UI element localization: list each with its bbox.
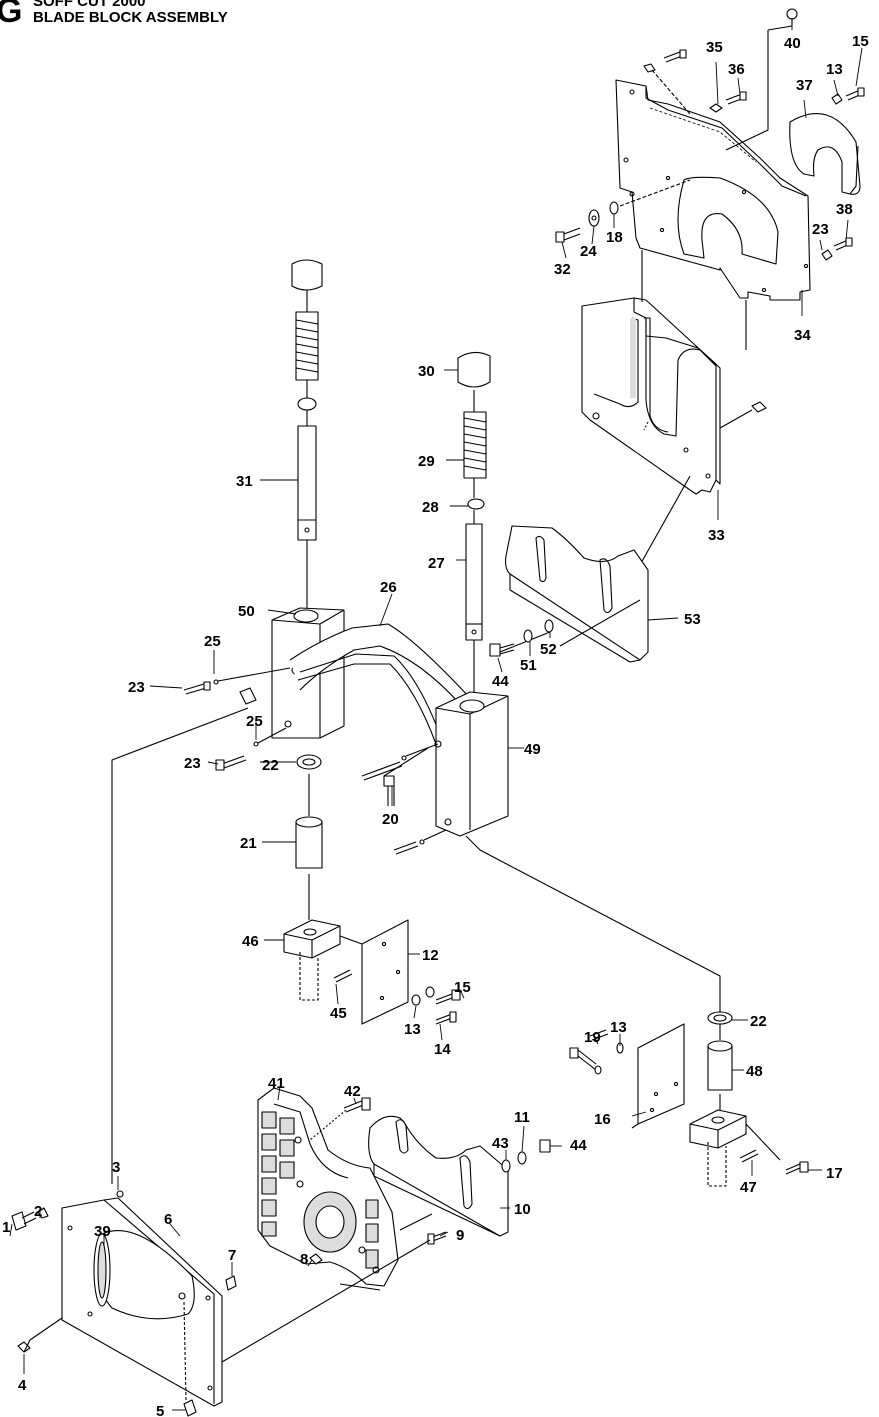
- callout-53: 53: [684, 611, 701, 628]
- part-48-sleeve: [707, 1011, 733, 1110]
- callout-38: 38: [836, 201, 853, 218]
- callout-45: 45: [330, 1005, 347, 1022]
- callout-29: 29: [418, 453, 435, 470]
- callout-46: 46: [242, 933, 259, 950]
- callout-28: 28: [422, 499, 439, 516]
- callout-52: 52: [540, 641, 557, 658]
- callout-15: 15: [852, 33, 869, 50]
- callout-14: 14: [434, 1041, 451, 1058]
- callout-9: 9: [456, 1227, 464, 1244]
- callout-8: 8: [300, 1251, 308, 1268]
- callout-3: 3: [112, 1159, 120, 1176]
- callout-12: 12: [422, 947, 439, 964]
- callout-15: 15: [454, 979, 471, 996]
- callout-11: 11: [514, 1109, 530, 1126]
- callout-22: 22: [262, 757, 279, 774]
- callout-43: 43: [492, 1135, 509, 1152]
- part-10-plate: [339, 1115, 509, 1291]
- part-33-shield-block: [581, 250, 767, 573]
- callout-26: 26: [380, 579, 397, 596]
- part-46-bracket: [283, 919, 363, 1001]
- callout-41: 41: [268, 1075, 285, 1092]
- callout-4: 4: [18, 1377, 27, 1394]
- callout-labels: 40 15 35 36 37 13 38 23 32 24 18 34 30 2…: [2, 33, 869, 1417]
- callout-30: 30: [418, 363, 435, 380]
- callout-7: 7: [228, 1247, 236, 1264]
- callout-42: 42: [344, 1083, 361, 1100]
- bolts-44-51-52: [489, 619, 554, 657]
- callout-23: 23: [184, 755, 201, 772]
- part-37-guard-cover: [789, 113, 861, 195]
- callout-51: 51: [520, 657, 537, 674]
- callout-23: 23: [128, 679, 145, 696]
- callout-50: 50: [238, 603, 255, 620]
- callout-35: 35: [706, 39, 723, 56]
- callout-37: 37: [796, 77, 813, 94]
- callout-20: 20: [382, 811, 399, 828]
- bolts-block-group: [111, 667, 721, 1184]
- callout-2: 2: [34, 1203, 42, 1220]
- callout-18: 18: [606, 229, 623, 246]
- part-39-cone: [93, 1230, 195, 1320]
- callout-13: 13: [404, 1021, 421, 1038]
- leader-lines: [9, 24, 863, 1411]
- callout-48: 48: [746, 1063, 763, 1080]
- callout-16: 16: [594, 1111, 611, 1128]
- bolts-12-group: [333, 969, 461, 1025]
- callout-22: 22: [750, 1013, 767, 1030]
- part-41-frame-casting: [257, 1087, 399, 1287]
- part-27-pin-assembly: [457, 351, 491, 706]
- callout-44: 44: [570, 1137, 587, 1154]
- bolts-10-group: [309, 1139, 551, 1265]
- callout-32: 32: [554, 261, 571, 278]
- part-34-guard-plate: [615, 79, 811, 301]
- callout-49: 49: [524, 741, 541, 758]
- callout-31: 31: [236, 473, 253, 490]
- callout-44: 44: [492, 673, 509, 690]
- part-12-plate: [361, 919, 409, 1025]
- part-21-shaft: [295, 774, 323, 920]
- callout-33: 33: [708, 527, 725, 544]
- part-53-handle-plate: [499, 525, 649, 663]
- callout-25: 25: [246, 713, 263, 730]
- part-16-bracket: [631, 1023, 781, 1187]
- callout-36: 36: [728, 61, 745, 78]
- callout-24: 24: [580, 243, 597, 260]
- callout-34: 34: [794, 327, 811, 344]
- callout-19: 19: [584, 1029, 601, 1046]
- callout-6: 6: [164, 1211, 172, 1228]
- callout-21: 21: [240, 835, 257, 852]
- section-letter: G: [0, 0, 23, 30]
- page-title: BLADE BLOCK ASSEMBLY: [33, 9, 228, 26]
- bolts-6-group: [11, 1190, 237, 1417]
- part-31-pin-assembly: [291, 259, 323, 614]
- callout-5: 5: [156, 1403, 164, 1417]
- callout-39: 39: [94, 1223, 111, 1240]
- part-49-block: [434, 691, 509, 837]
- callout-25: 25: [204, 633, 221, 650]
- callout-23: 23: [812, 221, 829, 238]
- callout-1: 1: [2, 1219, 10, 1236]
- model-name: SOFF CUT 2000: [33, 0, 146, 10]
- callout-47: 47: [740, 1179, 757, 1196]
- callout-13: 13: [826, 61, 843, 78]
- callout-10: 10: [514, 1201, 531, 1218]
- callout-40: 40: [784, 35, 801, 52]
- callout-17: 17: [826, 1165, 843, 1182]
- callout-13: 13: [610, 1019, 627, 1036]
- callout-27: 27: [428, 555, 445, 572]
